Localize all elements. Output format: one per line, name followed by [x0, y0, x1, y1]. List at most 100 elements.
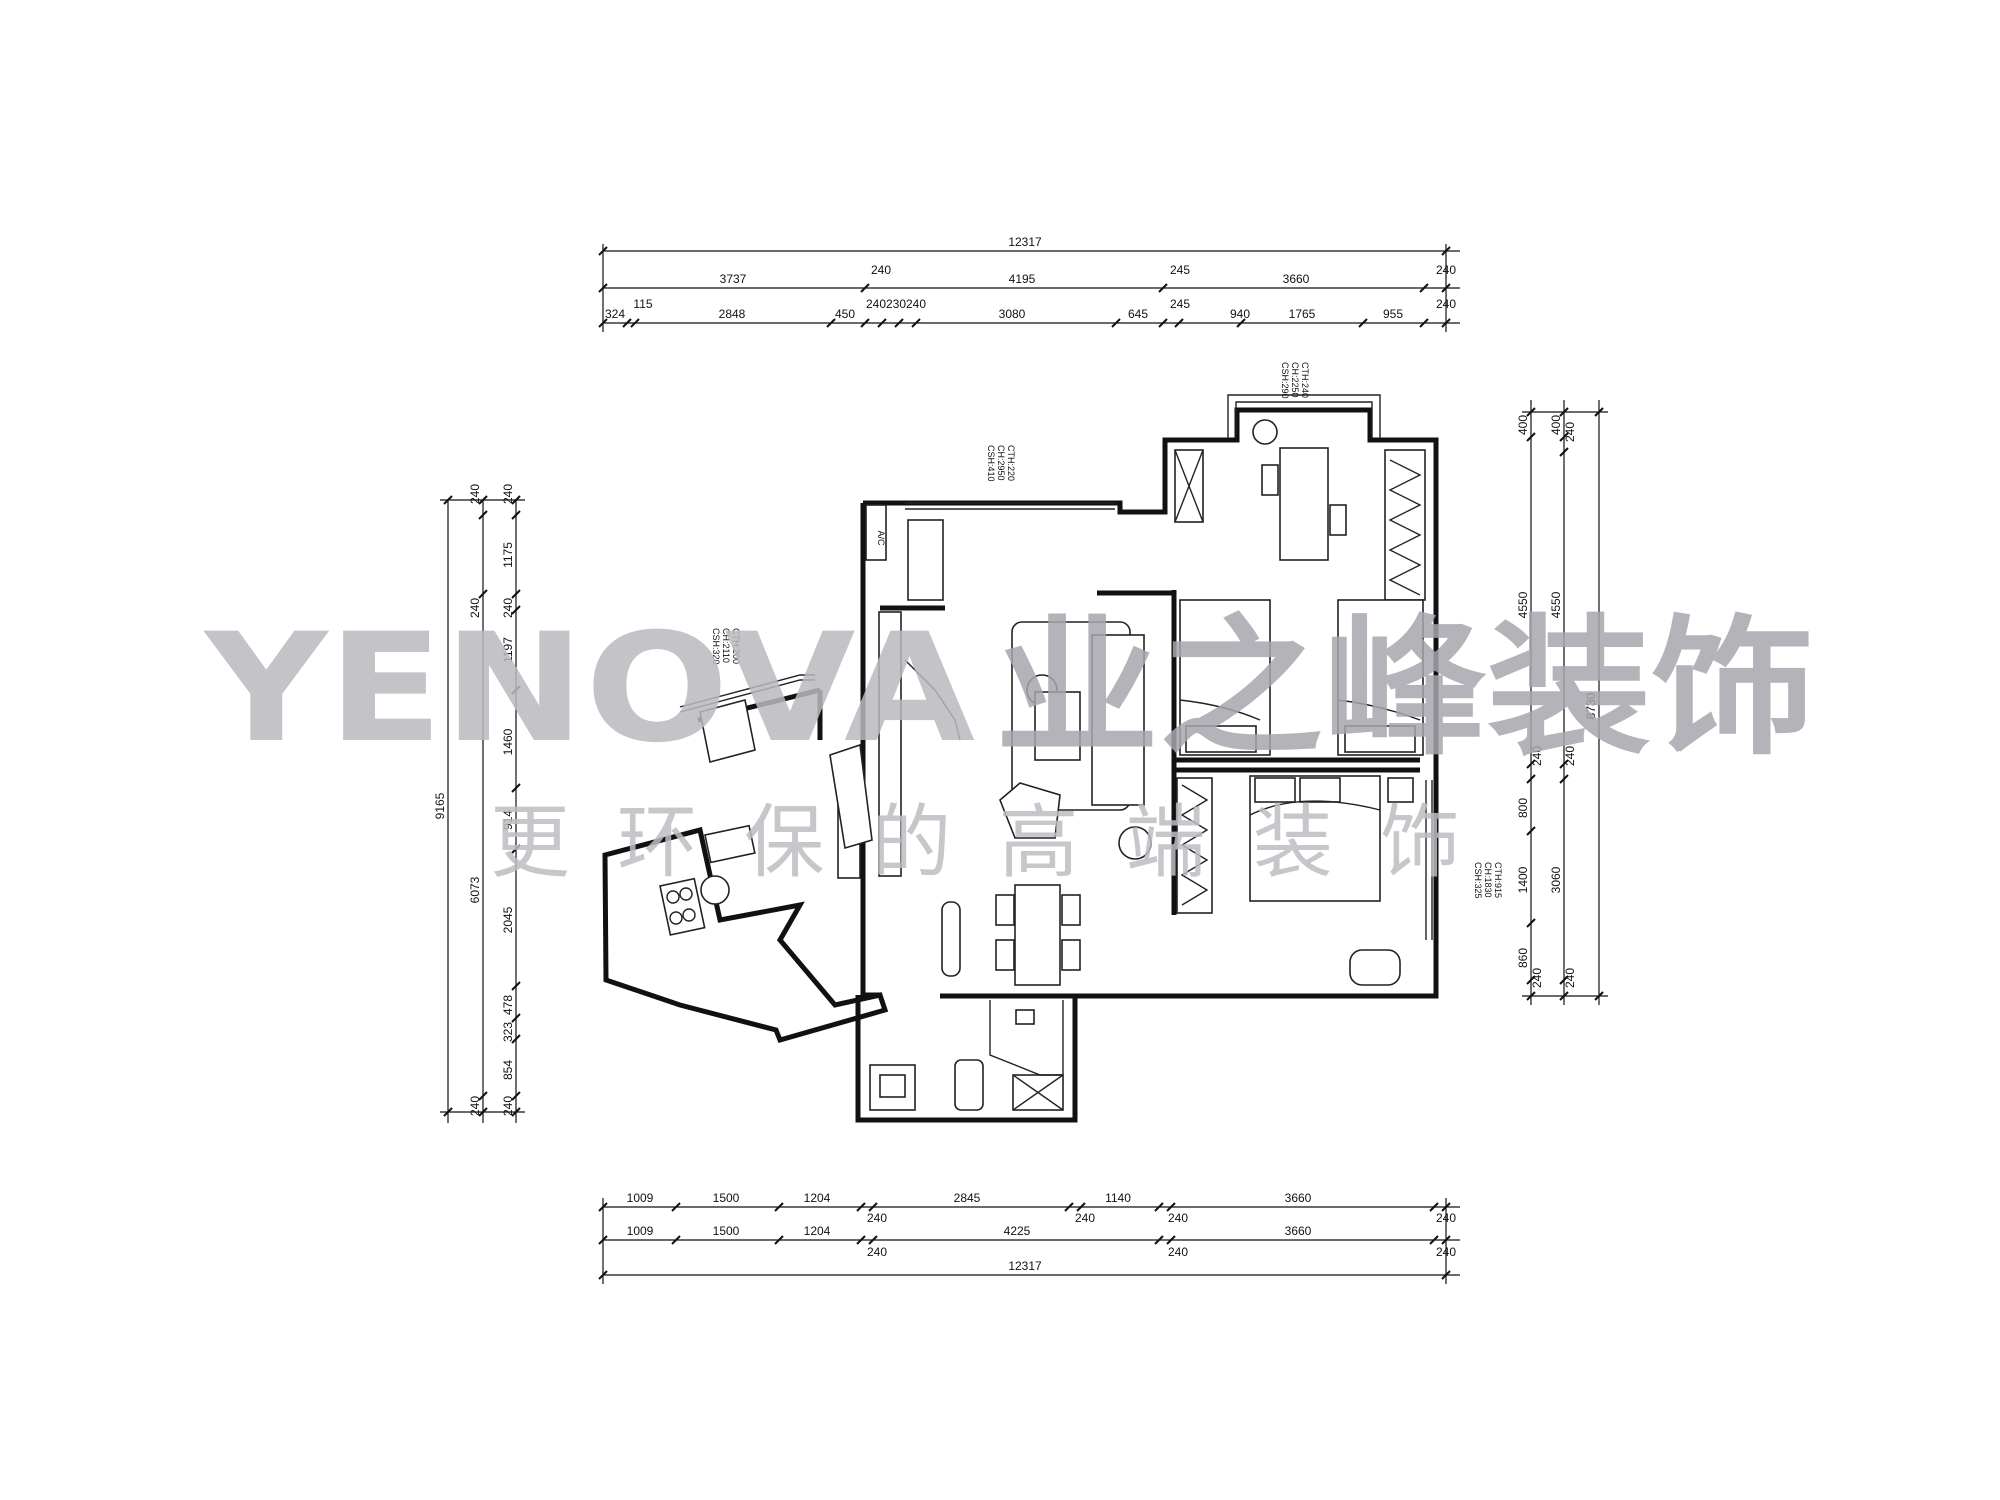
dim-label: 914: [501, 810, 515, 830]
dim-label: 1204: [804, 1191, 831, 1205]
dim-label: 240: [866, 297, 886, 311]
dim-label: 324: [605, 307, 625, 321]
dim-label: 1400: [1516, 866, 1530, 893]
top-dimension-lines: [598, 244, 1460, 332]
dim-label: 400: [1516, 415, 1530, 435]
dim-label: 240: [1168, 1245, 1188, 1259]
dim-label: 645: [1128, 307, 1148, 321]
top-dimension-labels: 12317 3737 240 4195 245 3660 240 324 115…: [605, 235, 1456, 321]
dim-label: 400: [1549, 415, 1563, 435]
dim-label: 3737: [720, 272, 747, 286]
dim-label: 1204: [804, 1224, 831, 1238]
furniture: A/C: [659, 447, 1426, 1111]
dim-label: 1175: [501, 542, 515, 568]
dim-label: 245: [1170, 297, 1190, 311]
dim-label: 12317: [1008, 1259, 1042, 1273]
windows: [679, 502, 1433, 940]
dim-label: 12317: [1008, 235, 1042, 249]
dim-label: 240: [871, 263, 891, 277]
dim-label: 240: [867, 1211, 887, 1225]
dim-label: 2845: [954, 1191, 981, 1205]
dim-label: 2045: [501, 906, 515, 933]
left-dimension-lines: [440, 495, 525, 1123]
dim-label: 240: [1436, 1211, 1456, 1225]
dim-label: 450: [835, 307, 855, 321]
dim-label: 854: [501, 1060, 515, 1080]
dim-label: 3080: [999, 307, 1026, 321]
watermark-brand-cn: 业之峰装饰: [995, 602, 1815, 776]
dim-label: 1500: [713, 1224, 740, 1238]
window-annotation: CTH:915: [1493, 862, 1503, 898]
dim-label: 4225: [1004, 1224, 1031, 1238]
dim-label: 245: [1170, 263, 1190, 277]
dim-label: 115: [633, 297, 652, 311]
window-annotation: CTH:200: [731, 628, 741, 664]
dim-label: 230: [886, 297, 906, 311]
window-annotations: CSH:410 CH:2950 CTH:220 CSH:290 CH:2250 …: [711, 362, 1503, 899]
window-annotation: CTH:220: [1006, 445, 1016, 481]
bottom-dimension-labels: 1009 1500 1204 240 2845 240 1140 240 366…: [627, 1191, 1457, 1273]
dim-label: 240: [501, 1096, 515, 1116]
dim-label: 240: [501, 598, 515, 618]
dim-label: 240: [1075, 1211, 1095, 1225]
left-dimension-labels: 9165 240 240 6073 240 240 1175 240 1197 …: [433, 484, 515, 1116]
dim-label: 240: [1168, 1211, 1188, 1225]
walls: [602, 407, 1439, 1123]
dim-label: 240: [1563, 422, 1577, 442]
dim-label: 1197: [501, 637, 515, 663]
dim-label: 1140: [1105, 1191, 1131, 1205]
window-annotation: CSH:325: [1473, 862, 1483, 899]
dim-label: 4550: [1516, 591, 1530, 618]
dim-label: 800: [1516, 798, 1530, 818]
ac-label: A/C: [876, 530, 886, 546]
dim-label: 3660: [1285, 1224, 1312, 1238]
dim-label: 4195: [1009, 272, 1036, 286]
right-dimension-lines: [1522, 400, 1608, 1005]
dim-label: 3660: [1283, 272, 1310, 286]
dim-label: 240: [906, 297, 926, 311]
dim-label: 240: [1436, 1245, 1456, 1259]
dim-label: 1009: [627, 1224, 654, 1238]
window-annotation: CTH:240: [1300, 362, 1310, 398]
balcony-top: [1227, 394, 1381, 445]
dim-label: 240: [468, 598, 482, 618]
window-annotation: CH:2250: [1290, 362, 1300, 398]
window-annotation: CH:1830: [1483, 862, 1493, 898]
dim-label: 240: [1436, 263, 1456, 277]
dim-label: 8730: [1584, 692, 1598, 719]
right-dimension-labels: 400 4550 240 800 1400 860 240 400 240 45…: [1516, 415, 1598, 988]
window-annotation: CH:2950: [996, 445, 1006, 481]
window-annotation: CSH:290: [1280, 362, 1290, 399]
dim-label: 240: [1563, 968, 1577, 988]
dim-label: 3060: [1549, 866, 1563, 893]
watermark: YENOVA 业之峰装饰 更环保的高端装饰: [203, 602, 1815, 889]
watermark-slogan: 更环保的高端装饰: [490, 796, 1530, 889]
window-annotation: CSH:410: [986, 445, 996, 482]
dim-label: 9165: [433, 792, 447, 819]
watermark-brand-latin: YENOVA: [203, 602, 975, 776]
dim-label: 955: [1383, 307, 1403, 321]
dim-label: 240: [468, 484, 482, 504]
window-annotation: CSH:320: [711, 628, 721, 665]
dim-label: 2848: [719, 307, 746, 321]
dim-label: 3660: [1285, 1191, 1312, 1205]
dim-label: 323: [501, 1022, 515, 1042]
dim-label: 1009: [627, 1191, 654, 1205]
dim-label: 240: [1436, 297, 1456, 311]
dim-label: 240: [867, 1245, 887, 1259]
dim-label: 1460: [501, 728, 515, 755]
dim-label: 1500: [713, 1191, 740, 1205]
dim-label: 240: [1563, 746, 1577, 766]
dim-label: 240: [1530, 746, 1544, 766]
dim-label: 240: [468, 1096, 482, 1116]
dim-label: 860: [1516, 948, 1530, 968]
dim-label: 940: [1230, 307, 1250, 321]
window-annotation: CH:2110: [721, 628, 731, 663]
dim-label: 240: [501, 484, 515, 504]
dim-label: 478: [501, 995, 515, 1015]
dim-label: 1765: [1289, 307, 1316, 321]
dim-label: 240: [1530, 968, 1544, 988]
dim-label: 6073: [468, 876, 482, 903]
dim-label: 4550: [1549, 591, 1563, 618]
